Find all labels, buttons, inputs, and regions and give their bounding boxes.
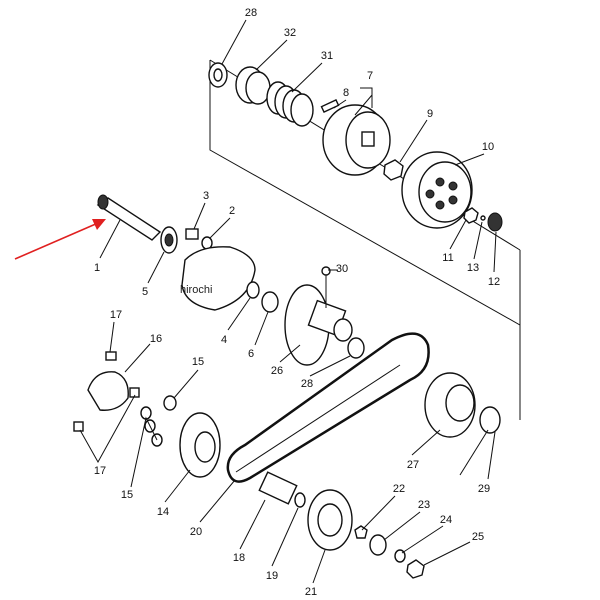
part-label: 2 (229, 205, 235, 217)
part-label: 32 (284, 27, 296, 39)
primary-sheave (284, 266, 365, 366)
secondary-sheave (424, 372, 501, 438)
part-label: 21 (305, 586, 317, 598)
part-label: 29 (478, 483, 490, 495)
part-label: 17 (110, 309, 122, 321)
part-label: 5 (142, 286, 148, 298)
spring-31 (266, 81, 314, 127)
part-label: 27 (407, 459, 419, 471)
lower-parts (258, 471, 425, 579)
part-label: 6 (248, 348, 254, 360)
part-label: 31 (321, 50, 333, 62)
part-label: 10 (482, 141, 494, 153)
part-label: 8 (343, 87, 349, 99)
part-label: 15 (192, 356, 204, 368)
part-label: 19 (266, 570, 278, 582)
part-label: 11 (442, 252, 453, 264)
ramp-plate-parts (73, 351, 221, 478)
part-label: 23 (418, 499, 430, 511)
part-label: 18 (233, 552, 245, 564)
part-label: 30 (336, 263, 348, 275)
drive-belt (226, 332, 430, 483)
shaft-parts (96, 194, 279, 313)
highlight-arrow (14, 219, 106, 260)
clutch-parts (208, 62, 503, 232)
part-label: 28 (301, 378, 313, 390)
part-label: 15 (121, 489, 133, 501)
part-label: 4 (221, 334, 227, 346)
watermark: hirochi (180, 284, 212, 296)
part-label: 25 (472, 531, 484, 543)
part-label: 28 (245, 7, 257, 19)
part-label: 13 (467, 262, 479, 274)
part-labels: 28 32 31 8 7 9 10 3 2 1 5 30 11 13 12 4 … (94, 7, 500, 598)
part-label: 22 (393, 483, 405, 495)
part-label: 24 (440, 514, 452, 526)
part-label: 7 (367, 70, 373, 82)
part-label: 3 (203, 190, 209, 202)
part-label: 16 (150, 333, 162, 345)
part-label: 9 (427, 108, 433, 120)
part-label: 12 (488, 276, 500, 288)
part-label: 20 (190, 526, 202, 538)
part-label: 17 (94, 465, 106, 477)
part-label: 26 (271, 365, 283, 377)
leader-lines (79, 19, 497, 584)
part-label: 14 (157, 506, 169, 518)
part-label: 1 (94, 262, 100, 274)
